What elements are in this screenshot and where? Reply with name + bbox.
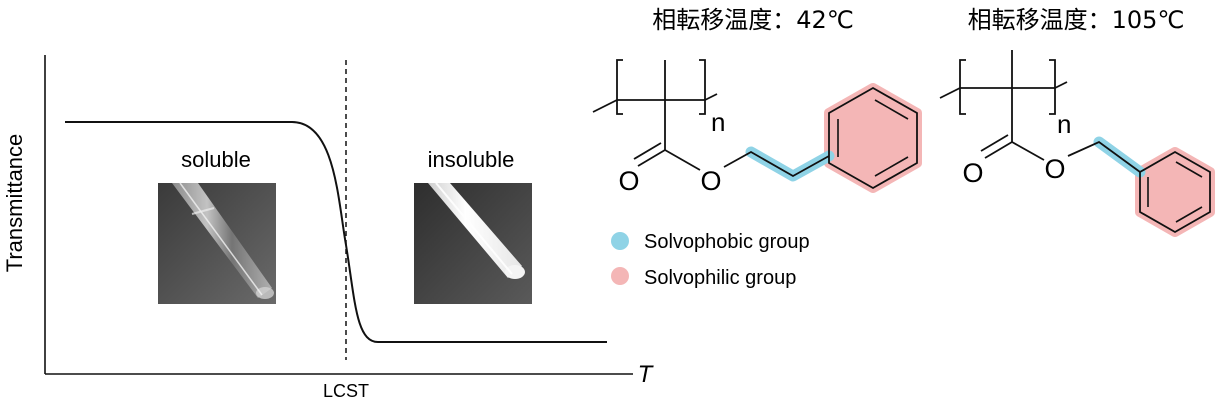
soluble-label: soluble bbox=[181, 147, 251, 172]
polymer1-subscript: n bbox=[711, 107, 725, 137]
polymer1-carbonyl-o: O bbox=[618, 166, 639, 196]
polymer1-ester-o: O bbox=[700, 166, 721, 196]
polymer2-solvophilic-highlight bbox=[1135, 147, 1215, 237]
polymer1-solvophilic-highlight bbox=[824, 83, 922, 193]
soluble-tube-photo bbox=[158, 182, 276, 304]
insoluble-tube-photo bbox=[414, 182, 532, 304]
transmittance-curve bbox=[65, 121, 607, 343]
polymer2-ester-o: O bbox=[1044, 154, 1065, 184]
transmittance-plot: Transmittance T LCST soluble insoluble bbox=[2, 55, 655, 401]
polymer2-carbonyl-o: O bbox=[962, 158, 983, 188]
lcst-label: LCST bbox=[323, 381, 369, 401]
polymer1-title: 相転移温度：42℃ bbox=[652, 6, 854, 34]
polymer-structure-1: 相転移温度：42℃ n O O bbox=[592, 6, 922, 196]
polymer1-solvophobic-highlight bbox=[745, 146, 835, 182]
legend-solvophobic-swatch bbox=[611, 232, 629, 250]
x-axis-label: T bbox=[638, 361, 655, 388]
legend: Solvophobic group Solvophilic group bbox=[611, 231, 810, 289]
legend-solvophilic-swatch bbox=[611, 267, 629, 285]
polymer2-title: 相転移温度：105℃ bbox=[968, 6, 1185, 34]
legend-solvophobic-label: Solvophobic group bbox=[644, 231, 810, 253]
y-axis-label: Transmittance bbox=[2, 134, 27, 273]
insoluble-label: insoluble bbox=[428, 147, 515, 172]
polymer2-subscript: n bbox=[1057, 109, 1071, 139]
legend-solvophilic-label: Solvophilic group bbox=[644, 267, 796, 289]
polymer-structure-2: 相転移温度：105℃ n O O bbox=[939, 6, 1215, 237]
